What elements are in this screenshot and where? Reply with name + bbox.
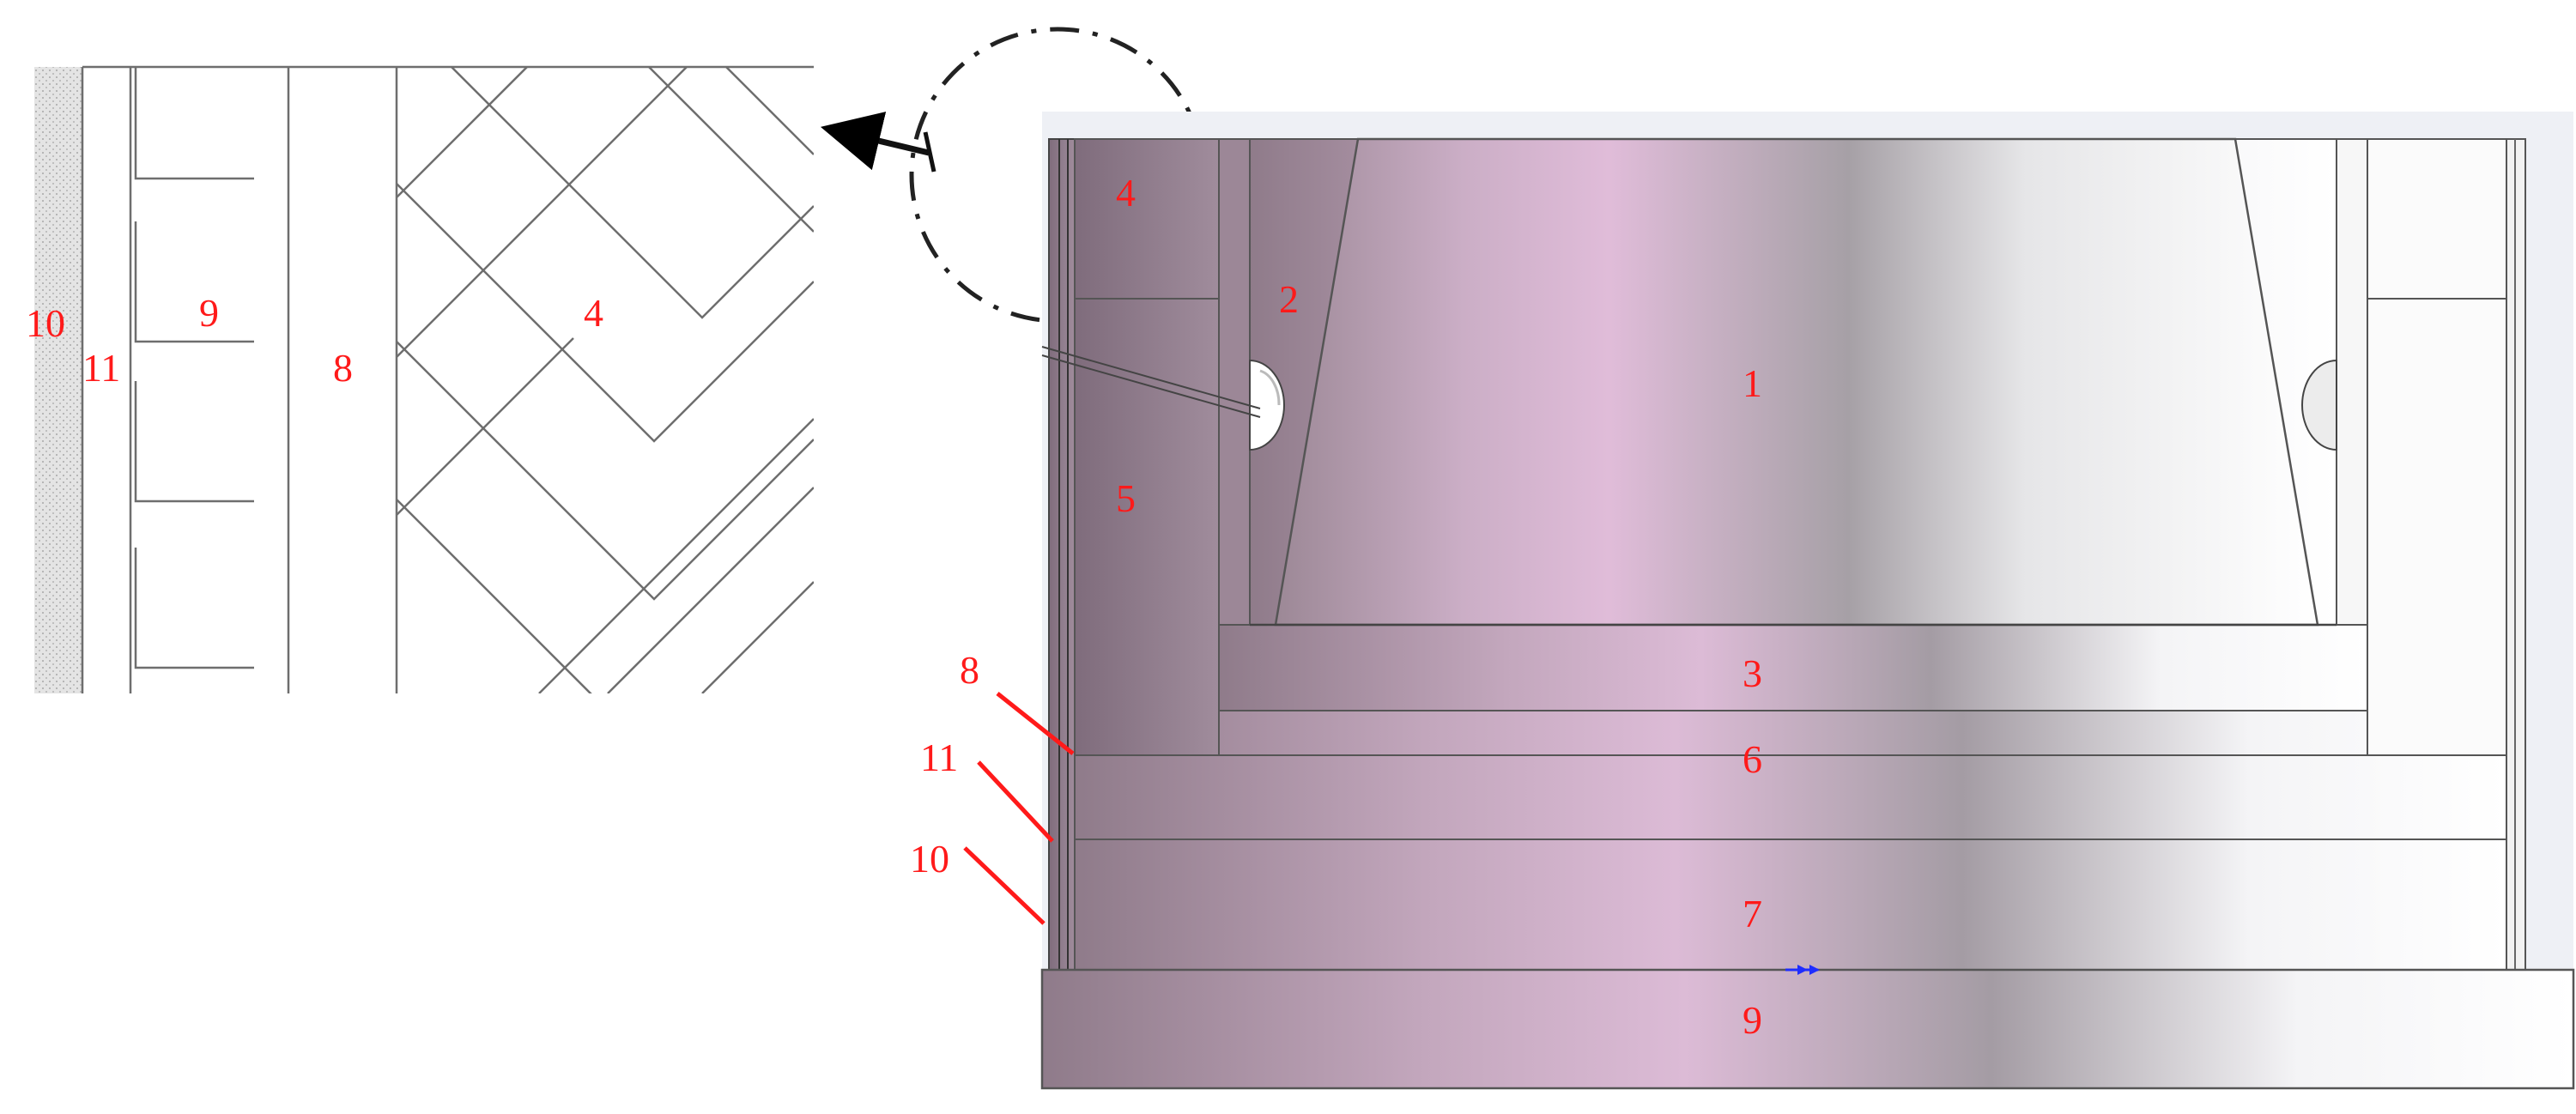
callout-label-10: 10: [910, 837, 949, 881]
probe-pipe: [1041, 346, 1261, 409]
probe-pipe-edge: [1041, 354, 1261, 418]
side-wall-right: [2367, 138, 2507, 756]
callout-line-10: [963, 846, 1046, 925]
callout-label-11: 11: [920, 736, 958, 779]
hole-right-icon: [2300, 359, 2337, 451]
crucible: [1274, 137, 2319, 627]
main-label-1: 1: [1743, 361, 1762, 405]
detail-arrow-tick: [923, 131, 936, 173]
main-label-6: 6: [1743, 737, 1762, 781]
herringbone-bricks: [397, 67, 814, 693]
main-label-5: 5: [1116, 476, 1136, 520]
main-label-9: 9: [1743, 998, 1762, 1042]
main-assembly: 4 2 1 5 3 6 7 9 8 11 10: [910, 112, 2575, 1090]
detail-label-11: 11: [82, 346, 120, 390]
detail-view: 10 11 9 8 4: [26, 65, 814, 693]
inner-lining-left: [1218, 138, 1251, 711]
hole-shade: [1259, 369, 1281, 406]
detail-arrow: [820, 112, 930, 171]
outer-shell-left: [1048, 138, 1076, 971]
detail-label-8: 8: [333, 346, 353, 390]
detail-label-9: 9: [199, 291, 219, 335]
bottom-block-3: [1218, 624, 2368, 711]
main-label-7: 7: [1743, 892, 1762, 935]
main-label-4: 4: [1116, 171, 1136, 215]
layer-7: [1074, 839, 2507, 971]
callout-line-8: [996, 692, 1075, 755]
detail-label-4: 4: [584, 291, 603, 335]
side-wall-left: [1074, 138, 1220, 756]
callout-line-11: [977, 760, 1054, 843]
blue-axis-arrow-icon: [1785, 965, 1820, 975]
main-label-3: 3: [1743, 651, 1762, 695]
insulation-strip: [34, 67, 82, 693]
slat-segments: [134, 67, 254, 669]
base-plate-9: [1040, 968, 2575, 1090]
layer-6: [1074, 754, 2507, 840]
main-label-2: 2: [1279, 277, 1299, 321]
callout-label-8: 8: [960, 648, 979, 692]
hole-left-icon: [1249, 359, 1286, 451]
detail-label-10: 10: [26, 301, 65, 345]
